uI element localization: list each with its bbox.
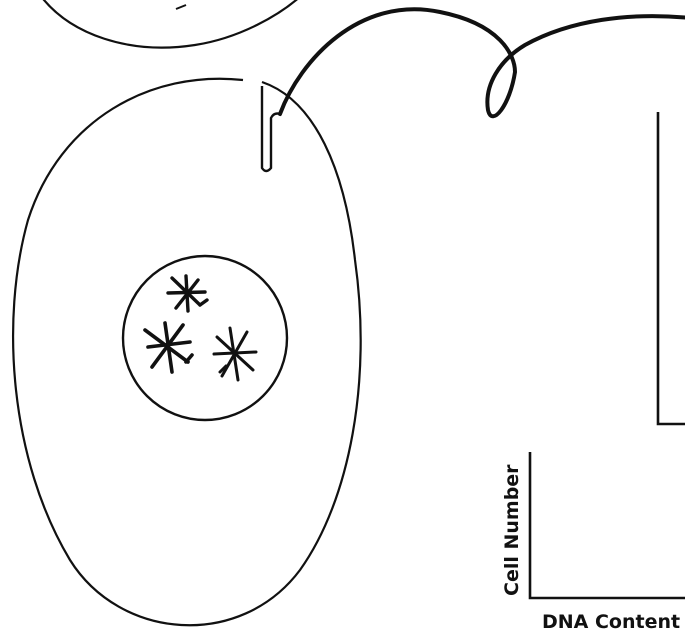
flagellum: [280, 9, 685, 116]
x-axis-label: DNA Content: [542, 611, 680, 633]
histogram-frame-upper: [658, 112, 685, 424]
chromosome-right: [214, 328, 256, 380]
neighbor-cell-outline: [40, 0, 302, 48]
neighbor-cell-mark: [176, 5, 186, 9]
chromosome-left: [145, 323, 192, 372]
cell-outline: [13, 79, 361, 625]
y-axis-label: Cell Number: [501, 464, 523, 596]
histogram-frame-lower: [530, 452, 685, 598]
nucleus: [123, 256, 287, 420]
chromosome-top: [168, 276, 207, 311]
reservoir: [262, 86, 280, 171]
